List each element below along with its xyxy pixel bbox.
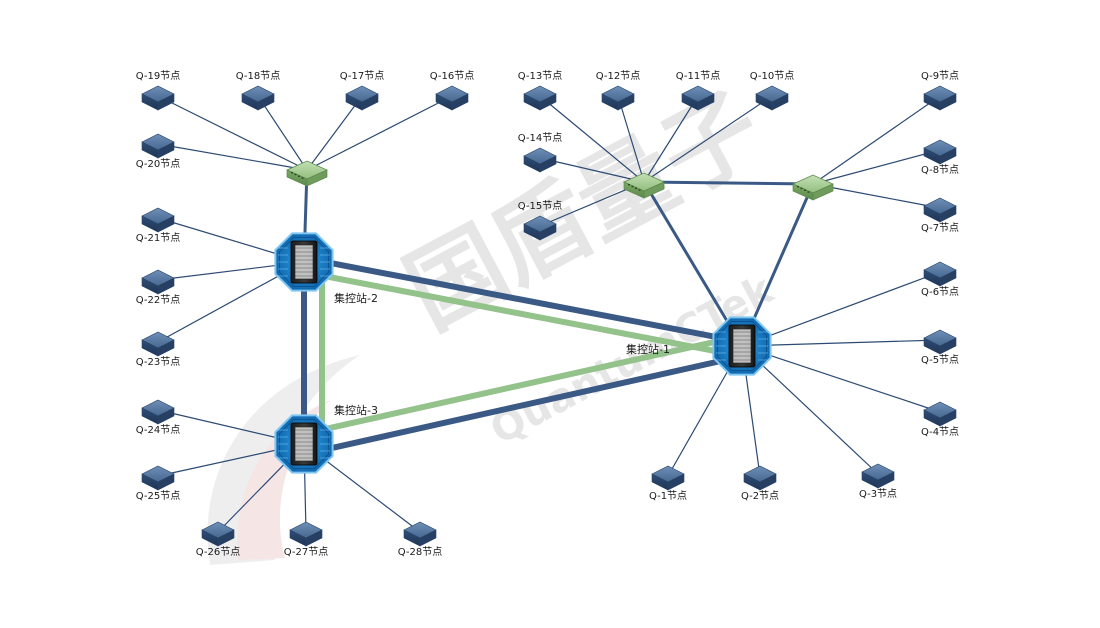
node-label-q17: Q-17节点 bbox=[340, 70, 384, 82]
link-trunk-switch-b-switch-c bbox=[642, 180, 815, 186]
labels-layer: 集控站-1 集控站-2 集控站-3Q-1节点 Q-2节点 Q-3节点 Q-4节点 Q-5节点… bbox=[136, 70, 959, 558]
node-q10-device bbox=[755, 85, 789, 111]
station-1-label: 集控站-1 bbox=[626, 342, 670, 356]
node-label-q19: Q-19节点 bbox=[136, 70, 180, 82]
node-label-q3: Q-3节点 bbox=[859, 488, 897, 500]
node-q7-device bbox=[923, 197, 957, 223]
node-label-q9: Q-9节点 bbox=[921, 70, 959, 82]
node-label-q25: Q-25节点 bbox=[136, 490, 180, 502]
node-label-q21: Q-21节点 bbox=[136, 232, 180, 244]
node-label-q24: Q-24节点 bbox=[136, 424, 180, 436]
node-label-q15: Q-15节点 bbox=[518, 200, 562, 212]
node-label-q27: Q-27节点 bbox=[284, 546, 328, 558]
node-q8-device bbox=[923, 139, 957, 165]
node-q2-device bbox=[743, 465, 777, 491]
node-q24-device bbox=[141, 399, 175, 425]
node-label-q4: Q-4节点 bbox=[921, 426, 959, 438]
node-q5-device bbox=[923, 329, 957, 355]
links-layer bbox=[157, 95, 941, 533]
station-1-device bbox=[712, 316, 772, 376]
switch-b-device bbox=[623, 172, 665, 199]
node-q16-device bbox=[435, 85, 469, 111]
node-q23-device bbox=[141, 331, 175, 357]
access-link-q8 bbox=[812, 149, 941, 185]
node-q13-device bbox=[523, 85, 557, 111]
node-label-q1: Q-1节点 bbox=[649, 490, 687, 502]
node-q11-device bbox=[681, 85, 715, 111]
node-q27-device bbox=[289, 521, 323, 547]
node-label-q22: Q-22节点 bbox=[136, 294, 180, 306]
node-label-q6: Q-6节点 bbox=[921, 286, 959, 298]
station-2-device bbox=[274, 232, 334, 292]
access-link-q14 bbox=[539, 157, 645, 183]
access-link-q7 bbox=[812, 183, 941, 209]
node-label-q5: Q-5节点 bbox=[921, 354, 959, 366]
station-2-label: 集控站-2 bbox=[334, 291, 378, 305]
node-label-q18: Q-18节点 bbox=[236, 70, 280, 82]
link-quantum-station-3-station-1 bbox=[298, 333, 743, 438]
access-link-q11 bbox=[643, 95, 699, 183]
node-label-q26: Q-26节点 bbox=[196, 546, 240, 558]
access-link-q4 bbox=[741, 345, 941, 413]
node-q26-device bbox=[201, 521, 235, 547]
node-label-q12: Q-12节点 bbox=[596, 70, 640, 82]
node-q12-device bbox=[601, 85, 635, 111]
node-q25-device bbox=[141, 465, 175, 491]
watermark-logo-accent bbox=[237, 400, 330, 560]
access-link-q3 bbox=[741, 345, 879, 475]
node-q3-device bbox=[861, 463, 895, 489]
access-link-q19 bbox=[157, 95, 308, 171]
node-q20-device bbox=[141, 133, 175, 159]
node-q6-device bbox=[923, 261, 957, 287]
node-q21-device bbox=[141, 207, 175, 233]
link-trunk-switch-b-station-1 bbox=[642, 180, 744, 348]
node-label-q2: Q-2节点 bbox=[741, 490, 779, 502]
node-label-q20: Q-20节点 bbox=[136, 158, 180, 170]
access-link-q20 bbox=[157, 143, 308, 171]
station-3-device bbox=[274, 414, 334, 474]
link-trunk-station-3-station-1 bbox=[303, 352, 748, 457]
node-q22-device bbox=[141, 269, 175, 295]
access-link-q5 bbox=[741, 339, 941, 347]
node-label-q8: Q-8节点 bbox=[921, 164, 959, 176]
node-label-q13: Q-13节点 bbox=[518, 70, 562, 82]
access-link-q9 bbox=[812, 95, 941, 185]
node-label-q16: Q-16节点 bbox=[430, 70, 474, 82]
link-quantum-station-2-station-1 bbox=[299, 268, 744, 359]
switch-a-device bbox=[286, 160, 328, 187]
node-label-q28: Q-28节点 bbox=[398, 546, 442, 558]
node-q18-device bbox=[241, 85, 275, 111]
node-q4-device bbox=[923, 401, 957, 427]
node-q14-device bbox=[523, 147, 557, 173]
link-trunk-station-2-station-1 bbox=[301, 255, 746, 346]
node-q17-device bbox=[345, 85, 379, 111]
access-link-q10 bbox=[643, 95, 773, 183]
node-q28-device bbox=[403, 521, 437, 547]
node-label-q23: Q-23节点 bbox=[136, 356, 180, 368]
node-label-q11: Q-11节点 bbox=[676, 70, 720, 82]
access-link-q6 bbox=[741, 271, 941, 347]
access-link-q18 bbox=[257, 95, 308, 171]
watermark: 国盾量子 QuantumCTek bbox=[207, 71, 782, 565]
access-link-q12 bbox=[617, 95, 645, 183]
node-label-q10: Q-10节点 bbox=[750, 70, 794, 82]
access-link-q16 bbox=[306, 95, 453, 171]
switch-c-device bbox=[792, 174, 834, 201]
node-q15-device bbox=[523, 215, 557, 241]
access-link-q17 bbox=[306, 95, 363, 171]
node-q9-device bbox=[923, 85, 957, 111]
access-link-q13 bbox=[539, 95, 645, 183]
devices-layer bbox=[141, 85, 957, 547]
node-label-q14: Q-14节点 bbox=[518, 132, 562, 144]
node-q19-device bbox=[141, 85, 175, 111]
node-label-q7: Q-7节点 bbox=[921, 222, 959, 234]
station-3-label: 集控站-3 bbox=[334, 403, 378, 417]
node-q1-device bbox=[651, 465, 685, 491]
